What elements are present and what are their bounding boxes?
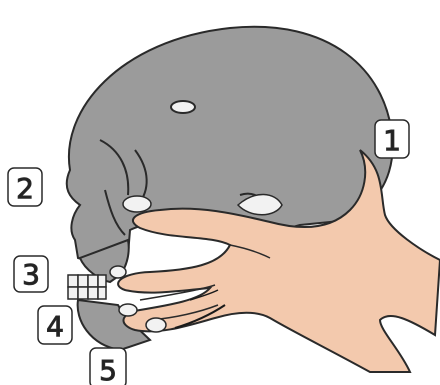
label-text-3: 3 <box>22 258 40 291</box>
skull-zygoma-highlight <box>123 196 151 212</box>
tooth <box>88 287 98 299</box>
label-text-5: 5 <box>99 354 117 385</box>
tooth <box>78 275 88 287</box>
tooth <box>68 275 78 287</box>
teeth-grid <box>68 275 106 299</box>
label-text-4: 4 <box>46 310 64 343</box>
tooth <box>98 287 106 299</box>
label-badge-5: 5 <box>90 348 126 385</box>
contact-point <box>110 266 126 278</box>
contact-point <box>146 318 166 332</box>
label-text-1: 1 <box>383 124 401 157</box>
tooth <box>78 287 88 299</box>
tooth <box>68 287 78 299</box>
tooth <box>98 275 106 287</box>
label-badge-4: 4 <box>38 306 72 344</box>
tooth <box>88 275 98 287</box>
contact-point <box>119 304 137 316</box>
label-badge-1: 1 <box>375 120 409 158</box>
label-badge-3: 3 <box>14 256 48 292</box>
skull-ear-opening <box>171 101 195 113</box>
label-badge-2: 2 <box>8 168 42 206</box>
label-text-2: 2 <box>16 172 34 205</box>
